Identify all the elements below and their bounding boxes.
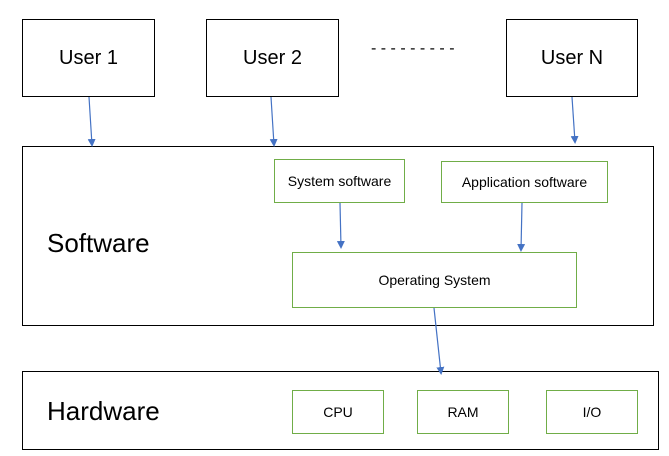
cpu-box: CPU <box>292 390 384 434</box>
arrow-application-software-to-os <box>517 202 526 252</box>
user-n-label: User N <box>540 46 604 69</box>
arrow-usern-to-software <box>570 96 579 144</box>
ram-box: RAM <box>417 390 509 434</box>
operating-system-label: Operating System <box>378 272 491 288</box>
user-1-label: User 1 <box>59 46 118 69</box>
user-2-label: User 2 <box>243 46 302 69</box>
user-n-box: User N <box>506 19 638 97</box>
hardware-label: Hardware <box>47 396 160 426</box>
ram-label: RAM <box>447 404 479 420</box>
arrow-user2-to-software <box>269 96 278 147</box>
user-2-box: User 2 <box>206 19 339 97</box>
system-software-label: System software <box>287 173 392 189</box>
software-label: Software <box>47 228 150 258</box>
system-software-box: System software <box>274 159 405 203</box>
io-box: I/O <box>546 390 638 434</box>
application-software-label: Application software <box>461 174 588 190</box>
io-label: I/O <box>582 404 602 420</box>
arrow-os-to-hardware <box>433 307 445 375</box>
arrow-user1-to-software <box>87 96 96 147</box>
operating-system-box: Operating System <box>292 252 577 308</box>
arrow-system-software-to-os <box>336 202 345 249</box>
cpu-label: CPU <box>323 404 353 420</box>
application-software-box: Application software <box>441 161 608 203</box>
users-ellipsis: - - - - - - - - - <box>371 40 455 57</box>
user-1-box: User 1 <box>22 19 155 97</box>
